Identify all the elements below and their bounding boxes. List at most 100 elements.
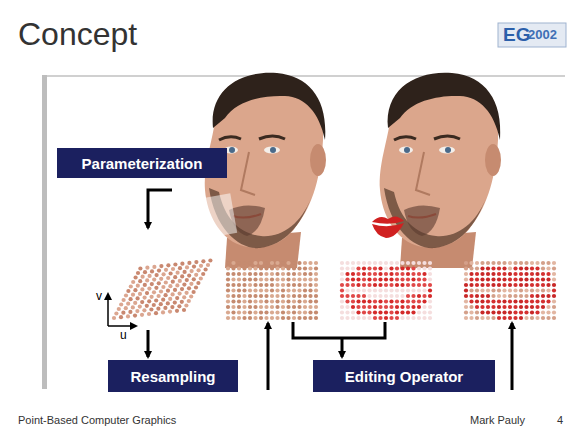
sample-point [400,288,404,292]
sample-point [166,276,170,280]
sample-point [389,283,393,287]
sample-point [486,277,490,281]
sample-point [292,310,296,314]
sample-point [168,284,172,288]
sample-point [486,261,490,265]
sample-point [231,299,235,303]
sample-point [133,288,137,292]
sample-point [264,272,268,276]
sample-point [154,298,158,302]
sample-point [384,277,388,281]
sample-point [524,299,528,303]
lip-print [372,216,404,223]
sample-point [166,289,170,293]
sample-point [486,288,490,292]
sample-point [303,272,307,276]
sample-point [142,308,146,312]
sample-point [161,298,165,302]
sample-point [157,294,161,298]
sample-point [253,283,257,287]
sample-point [422,266,426,270]
sample-point [546,283,550,287]
sample-point [134,275,138,279]
sample-point [171,267,175,271]
sample-point [428,316,432,320]
logo-text: 2002 [528,28,557,43]
sample-point [157,269,161,273]
sample-point [475,299,479,303]
sample-point [406,305,410,309]
sample-point [147,312,151,316]
sample-point [185,278,189,282]
sample-point [422,277,426,281]
sample-point [497,288,501,292]
sample-point [395,272,399,276]
sample-point [535,294,539,298]
sample-point [502,305,506,309]
sample-point [378,277,382,281]
sample-point [480,305,484,309]
sample-point [275,277,279,281]
sample-point [351,299,355,303]
sample-point [362,316,366,320]
sample-point [422,305,426,309]
sample-point [173,288,177,292]
sample-point [281,261,285,265]
sample-point [422,316,426,320]
sample-point [530,316,534,320]
sample-point [286,261,290,265]
sample-point [497,266,501,270]
sample-point [259,310,263,314]
sample-point [184,303,188,307]
sample-point [422,272,426,276]
arrow [148,190,172,228]
sample-point [508,272,512,276]
sample-point [508,299,512,303]
sample-point [541,316,545,320]
sample-point [141,275,145,279]
sample-point [530,261,534,265]
page-number: 4 [557,414,563,427]
sample-point [226,294,230,298]
sample-point [491,310,495,314]
sample-point [367,288,371,292]
sample-point [259,288,263,292]
sample-point [362,261,366,265]
sample-point [491,283,495,287]
sample-point [140,300,144,304]
sample-point [464,299,468,303]
sample-point [480,277,484,281]
sample-point [546,288,550,292]
sample-point [194,273,198,277]
sample-point [546,261,550,265]
sample-point [428,261,432,265]
sample-point [281,283,285,287]
sample-point [149,307,153,311]
sample-point [464,261,468,265]
sample-point [378,261,382,265]
sample-point [275,316,279,320]
sample-point [552,266,556,270]
sample-point [189,294,193,298]
sample-point [180,300,184,304]
sample-point [314,299,318,303]
sample-point [406,299,410,303]
sample-point [356,283,360,287]
sample-point [248,316,252,320]
sample-point [464,288,468,292]
sample-point [546,266,550,270]
sample-point [464,277,468,281]
sample-point [519,316,523,320]
sample-point [148,274,152,278]
sample-point [378,288,382,292]
sample-point [411,283,415,287]
sample-point [303,283,307,287]
sample-point [524,261,528,265]
sample-point [171,280,175,284]
sample-point [378,305,382,309]
sample-point [422,310,426,314]
box-label: Editing Operator [345,368,463,385]
sample-point [182,295,186,299]
sample-point [270,261,274,265]
sample-point [281,288,285,292]
